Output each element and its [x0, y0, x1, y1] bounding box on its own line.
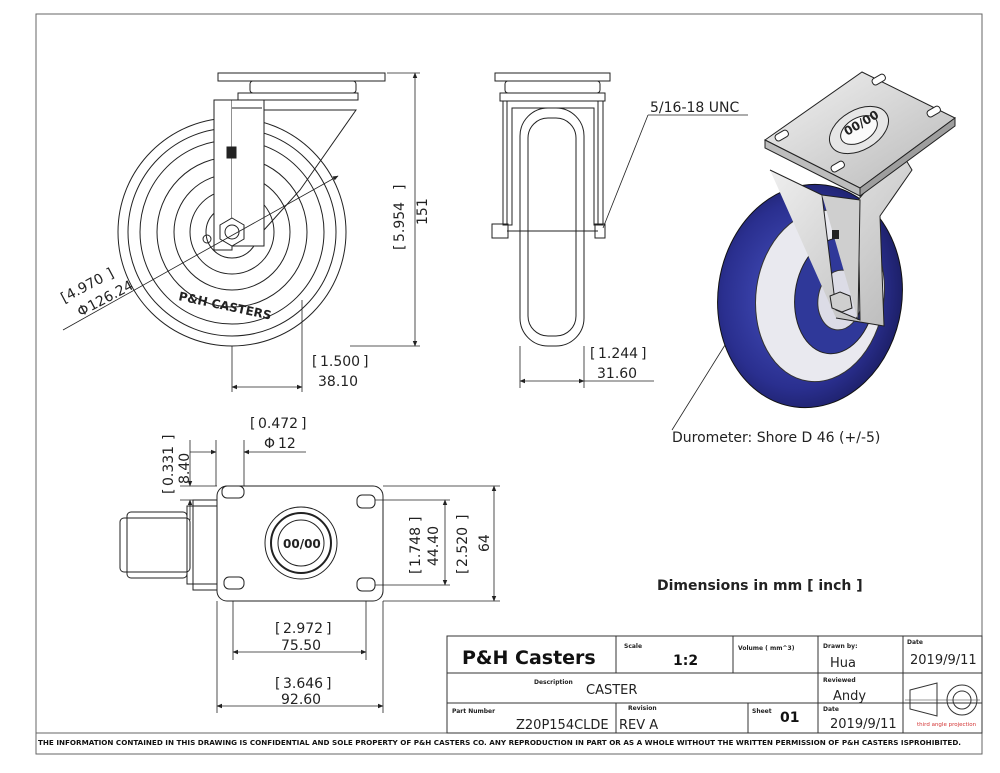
top-dimension-lines: [180, 440, 500, 713]
hole-spacing-y-mm: 44.40: [426, 526, 442, 566]
front-height-bracket-close: ]: [392, 185, 408, 190]
isometric-view: [671, 71, 956, 431]
hole-dia-mm: 12: [278, 436, 296, 452]
plate-thick-bracket-open: [: [161, 489, 177, 494]
projection-label: third angle projection: [917, 722, 977, 728]
front-dimension-lines: [62, 72, 420, 392]
hole-dia-symbol: Φ: [264, 436, 275, 452]
date-value: 2019/9/11: [910, 653, 977, 668]
wheel-width-inch: 1.244: [598, 346, 638, 362]
side-view: [491, 72, 611, 347]
sheet-value: 01: [780, 710, 799, 726]
plate-thick-mm: 8.40: [177, 453, 193, 484]
date2-value: 2019/9/11: [830, 717, 897, 732]
offset-bracket-open: [: [312, 354, 317, 370]
front-view: [117, 72, 386, 347]
description-label: Description: [534, 679, 573, 686]
plate-width-inch: 2.520: [455, 527, 471, 567]
reviewed-label: Reviewed: [823, 677, 856, 684]
hole-spacing-x-bracket-close: ]: [326, 621, 331, 637]
front-height-bracket-open: [: [392, 245, 408, 250]
hole-spacing-x-mm: 75.50: [281, 638, 321, 654]
hole-dia-bracket-open: [: [250, 416, 255, 432]
date-label: Date: [907, 639, 923, 646]
hole-dia-inch: 0.472: [258, 416, 298, 432]
projection-symbol: [905, 682, 980, 717]
front-height-inch: 5.954: [392, 202, 408, 242]
offset-inch: 1.500: [320, 354, 360, 370]
thread-spec: 5/16-18 UNC: [650, 100, 739, 116]
sheet-label: Sheet: [752, 708, 772, 715]
plate-length-bracket-open: [: [275, 676, 280, 692]
hole-spacing-x-bracket-open: [: [275, 621, 280, 637]
wheel-brand-text: P&H CASTERS: [177, 289, 272, 322]
svg-text:]: ]: [104, 265, 116, 282]
date2-label: Date: [823, 706, 839, 713]
company-name: P&H Casters: [462, 647, 596, 669]
scale-value: 1:2: [673, 653, 698, 669]
plate-length-mm: 92.60: [281, 692, 321, 708]
plate-length-inch: 3.646: [283, 676, 323, 692]
wheel-width-bracket-close: ]: [641, 346, 646, 362]
title-block: [446, 635, 983, 734]
hole-spacing-y-inch: 1.748: [408, 527, 424, 567]
top-plate-mark: 00/00: [283, 537, 321, 551]
hole-spacing-y-bracket-open: [: [408, 569, 424, 574]
durometer-note: Durometer: Shore D 46 (+/-5): [672, 430, 880, 446]
drawn-by-value: Hua: [830, 656, 856, 671]
hole-spacing-y-bracket-close: ]: [408, 517, 424, 522]
front-height-mm: 151: [415, 198, 431, 225]
part-number-label: Part Number: [452, 708, 495, 715]
plate-length-bracket-close: ]: [326, 676, 331, 692]
top-view: [119, 485, 384, 602]
plate-thick-inch: 0.331: [161, 446, 177, 486]
hole-spacing-x-inch: 2.972: [283, 621, 323, 637]
wheel-width-mm: 31.60: [597, 366, 637, 382]
footer-disclaimer: THE INFORMATION CONTAINED IN THIS DRAWIN…: [38, 738, 961, 747]
scale-label: Scale: [624, 643, 642, 650]
plate-width-mm: 64: [477, 534, 493, 552]
plate-thick-bracket-close: ]: [161, 435, 177, 440]
wheel-width-bracket-open: [: [590, 346, 595, 362]
sheet-border: [35, 13, 983, 755]
offset-mm: 38.10: [318, 374, 358, 390]
revision-value: REV A: [619, 718, 658, 733]
reviewed-value: Andy: [833, 689, 866, 704]
offset-bracket-close: ]: [363, 354, 368, 370]
drawn-by-label: Drawn by:: [823, 643, 858, 650]
units-note: Dimensions in mm [ inch ]: [657, 578, 863, 594]
revision-label: Revision: [628, 705, 657, 712]
plate-width-bracket-close: ]: [455, 515, 471, 520]
part-number-value: Z20P154CLDE: [516, 718, 609, 733]
description-value: CASTER: [586, 683, 637, 698]
hole-dia-bracket-close: ]: [301, 416, 306, 432]
plate-width-bracket-open: [: [455, 569, 471, 574]
volume-label: Volume ( mm^3): [738, 645, 795, 652]
side-dimension-lines: [519, 114, 748, 388]
